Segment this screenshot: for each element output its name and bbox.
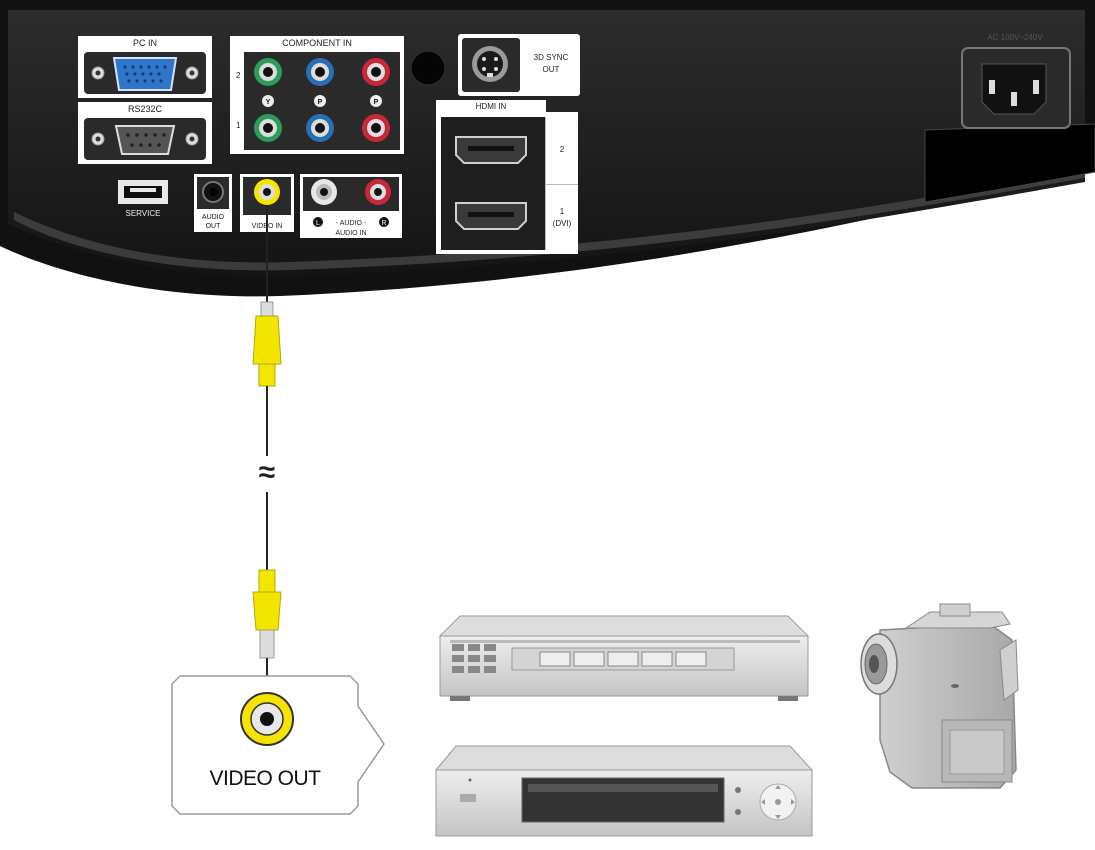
composite-cable: ≈	[252, 205, 282, 716]
power-inlet: AC 100V~240V	[961, 33, 1071, 129]
component-2-y-jack	[254, 58, 282, 86]
power-label: AC 100V~240V	[987, 33, 1043, 42]
hdmi-in-panel: HDMI IN 2 1 (DVI)	[436, 100, 578, 254]
audio-out-label-line1: AUDIO	[202, 214, 225, 221]
sync-out-label-line2: OUT	[543, 65, 560, 74]
audio-in-panel: L - AUDIO - R AUDIO IN	[300, 174, 402, 238]
audio-out-port: AUDIO OUT	[194, 174, 232, 232]
audio-in-right-jack	[365, 179, 391, 205]
component-in-label: COMPONENT IN	[282, 38, 352, 48]
video-out-callout: VIDEO OUT	[171, 675, 385, 815]
component-pb-label: P	[318, 99, 323, 106]
audio-in-l-label: L	[316, 220, 320, 227]
component-1-y-jack	[254, 114, 282, 142]
component-1-pr-jack	[362, 114, 390, 142]
component-in-panel: COMPONENT IN 2 1 Y P P	[230, 36, 404, 154]
service-port: SERVICE	[118, 180, 168, 218]
audio-in-mid-label: - AUDIO -	[336, 220, 367, 227]
component-1-pb-jack	[306, 114, 334, 142]
ir-sensor-icon	[410, 50, 446, 86]
component-y-label: Y	[266, 99, 271, 106]
component-2-pb-jack	[306, 58, 334, 86]
video-out-jack	[240, 692, 294, 746]
component-2-pr-jack	[362, 58, 390, 86]
hdmi-port-1	[455, 202, 527, 230]
hdmi-port-2-label: 2	[560, 145, 565, 154]
audio-in-r-label: R	[381, 220, 386, 227]
pc-in-port: PC IN	[78, 36, 212, 98]
hdmi-in-label: HDMI IN	[476, 102, 507, 111]
vcr-player-icon	[434, 745, 814, 837]
component-row-1-label: 1	[236, 121, 241, 130]
component-row-2-label: 2	[236, 71, 241, 80]
audio-in-left-jack	[311, 179, 337, 205]
component-pr-label: P	[374, 99, 379, 106]
sync-out-port: 3D SYNC OUT	[458, 34, 580, 96]
cable-break-symbol: ≈	[259, 456, 275, 489]
set-top-box-icon	[438, 615, 810, 701]
rs232c-port: RS232C	[78, 102, 212, 164]
audio-in-label: AUDIO IN	[335, 230, 366, 237]
pc-in-label: PC IN	[133, 38, 157, 48]
rs232c-label: RS232C	[128, 104, 163, 114]
hdmi-port-2	[455, 136, 527, 164]
hdmi-port-1-dvi-label: (DVI)	[553, 219, 572, 228]
video-out-label: VIDEO OUT	[209, 767, 321, 790]
camcorder-icon	[860, 603, 1019, 789]
sync-out-label-line1: 3D SYNC	[534, 53, 569, 62]
audio-out-label-line2: OUT	[206, 223, 222, 230]
service-label: SERVICE	[126, 209, 161, 218]
hdmi-port-1-label: 1	[560, 207, 565, 216]
